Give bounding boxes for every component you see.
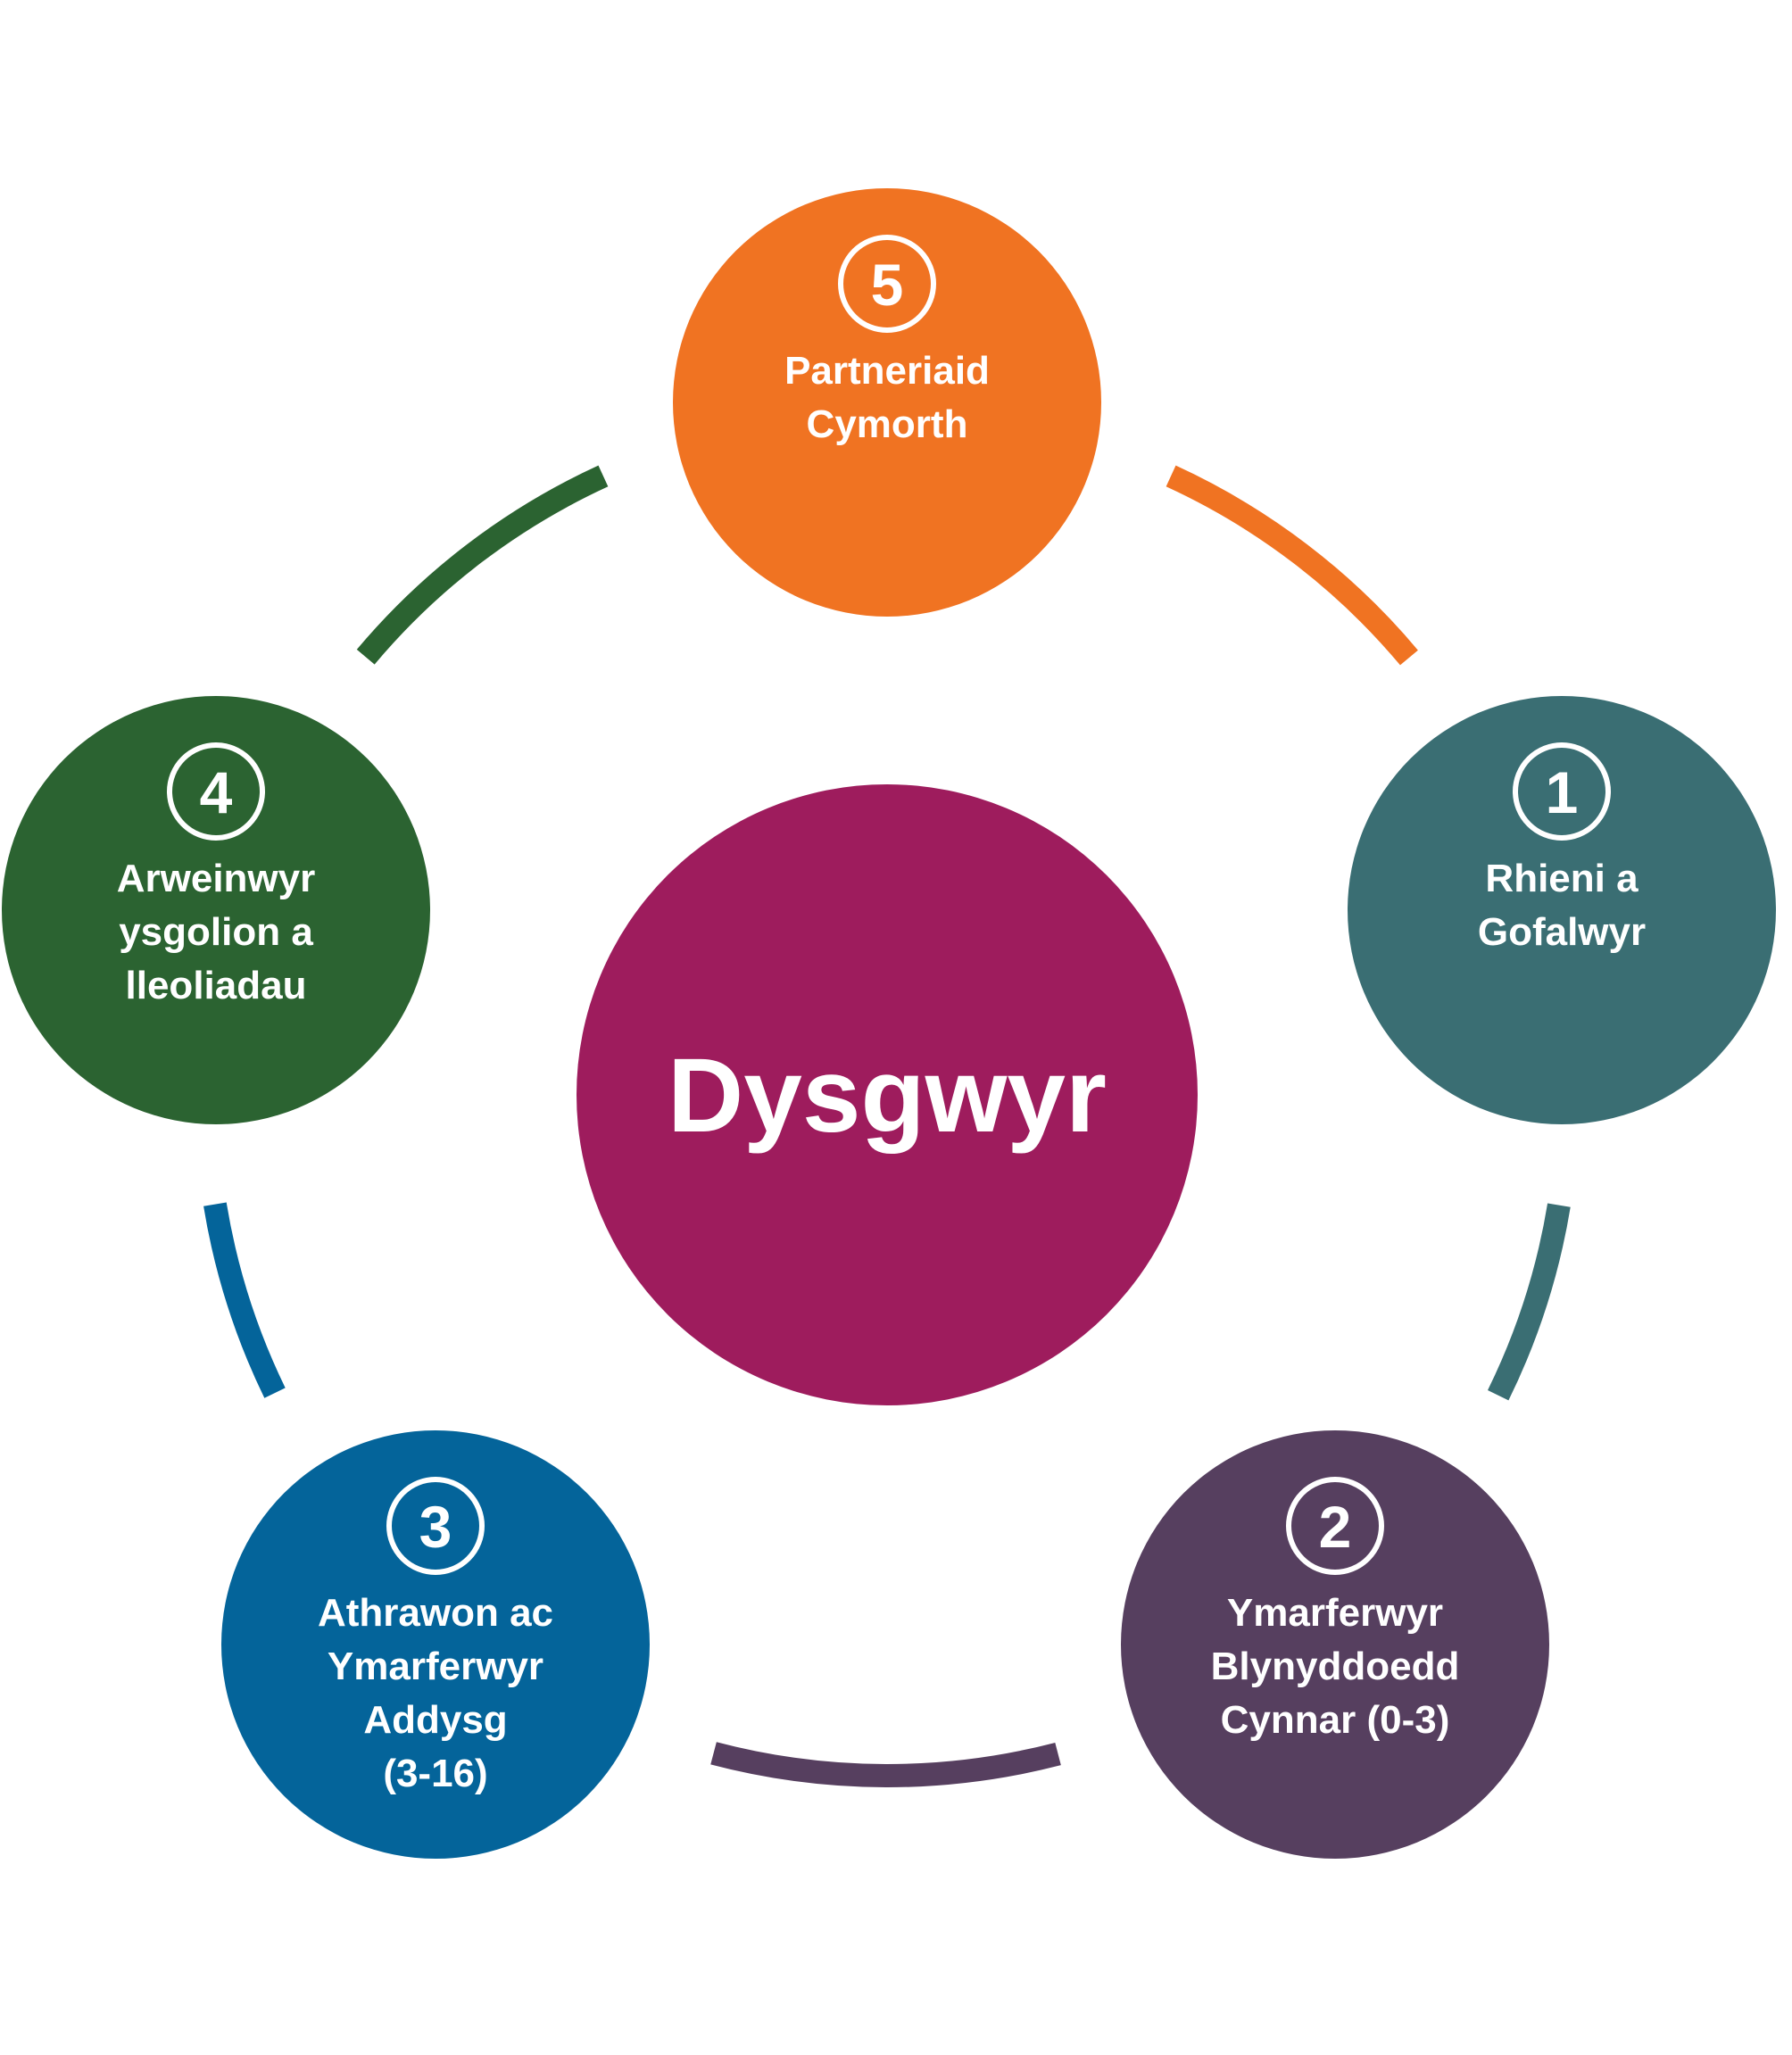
node-2-label-line: Cynnar (0-3): [1221, 1698, 1450, 1742]
connector-ring: [203, 465, 1571, 1787]
center-group: Dysgwyr: [577, 784, 1198, 1405]
node-1-label-line: Gofalwyr: [1478, 910, 1646, 954]
node-5-number: 5: [871, 252, 904, 318]
node-3-circle: [221, 1430, 650, 1859]
node-2-badge-ring: [1286, 1477, 1384, 1575]
connector-5-to-1: [1166, 465, 1418, 666]
node-2-label-line: Ymarferwyr: [1227, 1591, 1443, 1635]
node-4-circle: [2, 696, 430, 1124]
node-3-label-line: Addysg: [363, 1698, 507, 1742]
node-4-number: 4: [200, 759, 233, 825]
node-1-circle: [1348, 696, 1776, 1124]
node-3-label-line: Athrawon ac: [318, 1591, 553, 1635]
node-3-label-line: Ymarferwyr: [328, 1645, 543, 1688]
connector-4-to-5: [356, 465, 609, 665]
connector-3-to-4: [203, 1202, 286, 1398]
node-3-number: 3: [419, 1494, 452, 1560]
node-4-label-line: ysgolion a: [119, 910, 313, 954]
node-4-label-line: lleoliadau: [126, 964, 307, 1007]
node-2-number: 2: [1319, 1494, 1352, 1560]
connector-2-to-3: [710, 1742, 1061, 1787]
node-4-label-line: Arweinwyr: [117, 857, 316, 900]
node-5-label-line: Partneriaid: [784, 349, 990, 393]
node-4-badge-ring: [167, 742, 265, 841]
node-1-label-line: Rhieni a: [1485, 857, 1639, 900]
node-5-label-line: Cymorth: [807, 402, 968, 446]
node-2-label-line: Blynyddoedd: [1211, 1645, 1460, 1688]
node-1-badge-ring: [1513, 742, 1611, 841]
center-circle: [577, 784, 1198, 1405]
node-1-number: 1: [1546, 759, 1579, 825]
center-label: Dysgwyr: [668, 1037, 1107, 1155]
node-3-badge-ring: [386, 1477, 485, 1575]
node-2-circle: [1121, 1430, 1549, 1859]
connector-1-to-2: [1488, 1203, 1571, 1401]
node-5-circle: [673, 188, 1101, 617]
node-5-badge-ring: [838, 235, 936, 333]
node-3-label-line: (3-16): [383, 1752, 487, 1795]
